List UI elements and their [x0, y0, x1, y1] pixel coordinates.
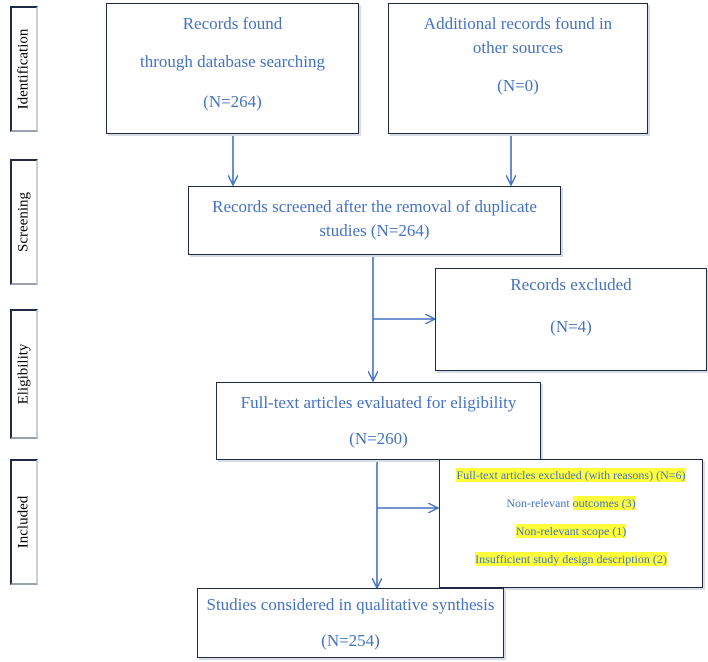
stage-screening: Screening — [10, 159, 38, 285]
fulltext-excluded-title: Full-text articles excluded (with reason… — [440, 468, 702, 483]
fulltext-excluded-reason3: Insufficient study design description (2… — [440, 552, 702, 567]
stage-identification: Identification — [10, 6, 38, 132]
additional-records-line1: Additional records found in — [423, 14, 613, 33]
fulltext-evaluated-line1: Full-text articles evaluated for eligibi… — [240, 393, 517, 412]
records-excluded-line1: Records excluded — [510, 275, 632, 294]
records-screened-box: Records screened after the removal of du… — [188, 186, 561, 255]
reason1-prefix: Non-relevant — [506, 496, 573, 510]
reason2-text: Non-relevant scope (1) — [515, 524, 627, 538]
records-found-count: (N=264) — [203, 92, 262, 111]
records-excluded-box: Records excluded (N=4) — [435, 268, 707, 371]
records-found-box: Records found through database searching… — [106, 3, 359, 134]
qualitative-synthesis-count: (N=254) — [321, 631, 380, 650]
fulltext-excluded-title-text: Full-text articles excluded (with reason… — [456, 468, 686, 482]
additional-records-count: (N=0) — [497, 76, 539, 95]
additional-records-line2: other sources — [472, 38, 564, 57]
records-excluded-count: (N=4) — [550, 317, 592, 336]
qualitative-synthesis-line1: Studies considered in qualitative synthe… — [206, 595, 495, 614]
records-found-line1: Records found — [182, 14, 283, 33]
qualitative-synthesis-box: Studies considered in qualitative synthe… — [197, 588, 504, 658]
fulltext-evaluated-count: (N=260) — [349, 429, 408, 448]
reason3-text: Insufficient study design description (2… — [475, 552, 667, 566]
records-screened-line1: Records screened after the removal of du… — [212, 197, 537, 216]
reason1-highlight: outcomes (3) — [572, 496, 636, 510]
fulltext-excluded-box: Full-text articles excluded (with reason… — [439, 459, 703, 588]
records-found-line2: through database searching — [139, 52, 326, 71]
fulltext-excluded-reason1: Non-relevant outcomes (3) — [440, 496, 702, 511]
records-screened-line2: studies (N=264) — [319, 221, 430, 240]
additional-records-box: Additional records found in other source… — [388, 3, 648, 134]
stage-eligibility: Eligibility — [10, 309, 38, 439]
fulltext-evaluated-box: Full-text articles evaluated for eligibi… — [216, 382, 541, 460]
fulltext-excluded-reason2: Non-relevant scope (1) — [440, 524, 702, 539]
stage-included: Included — [10, 459, 38, 585]
